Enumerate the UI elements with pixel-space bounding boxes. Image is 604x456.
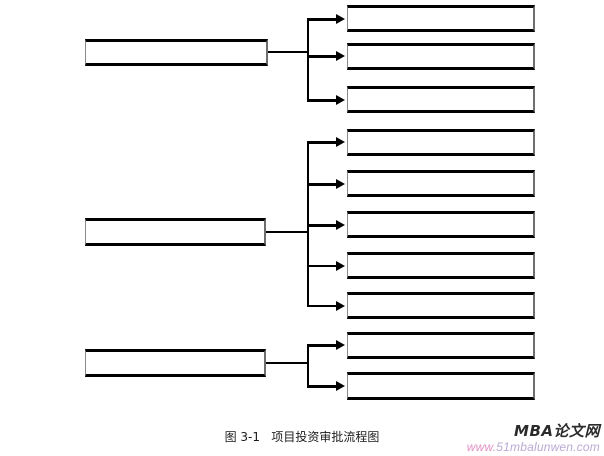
connector-group1-stem [268, 51, 309, 53]
watermark-title: MBA论文网 [514, 422, 600, 440]
node-group1-parent[interactable] [85, 39, 268, 66]
arrow-icon [336, 179, 345, 189]
arrow-icon [336, 220, 345, 230]
watermark-url: www.51mbalunwen.com [467, 440, 600, 454]
connector-group2-branch-3 [307, 224, 339, 227]
connector-group1-branch-3 [307, 99, 339, 102]
connector-group1-trunk [307, 19, 309, 101]
node-group3-child-1[interactable] [347, 332, 535, 359]
arrow-icon [336, 301, 345, 311]
node-group2-child-4[interactable] [347, 252, 535, 279]
arrow-icon [336, 261, 345, 271]
connector-group2-branch-2 [307, 183, 339, 186]
connector-group3-branch-2 [307, 385, 339, 388]
node-group2-child-3[interactable] [347, 211, 535, 238]
watermark-url-rest: 51mbalunwen.com [496, 440, 600, 454]
connector-group2-branch-4 [307, 265, 339, 267]
figure-caption: 图 3-1 项目投资审批流程图 [224, 430, 380, 444]
node-group3-parent[interactable] [85, 349, 266, 377]
connector-group2-branch-1 [307, 141, 339, 144]
connector-group1-branch-1 [307, 18, 339, 21]
connector-group1-branch-2 [307, 55, 339, 58]
connector-group3-trunk [307, 345, 309, 387]
connector-group3-stem [266, 362, 309, 364]
node-group2-child-2[interactable] [347, 170, 535, 197]
arrow-icon [336, 381, 345, 391]
arrow-icon [336, 14, 345, 24]
node-group1-child-2[interactable] [347, 43, 535, 70]
node-group2-child-5[interactable] [347, 292, 535, 319]
arrow-icon [336, 95, 345, 105]
arrow-icon [336, 137, 345, 147]
connector-group2-stem [266, 231, 309, 233]
watermark-url-prefix: www. [466, 440, 497, 454]
node-group1-child-1[interactable] [347, 5, 535, 32]
arrow-icon [336, 51, 345, 61]
arrow-icon [336, 340, 345, 350]
connector-group3-branch-1 [307, 344, 339, 347]
node-group2-child-1[interactable] [347, 129, 535, 156]
connector-group2-branch-5 [307, 305, 339, 307]
node-group3-child-2[interactable] [347, 372, 535, 400]
node-group1-child-3[interactable] [347, 86, 535, 113]
node-group2-parent[interactable] [85, 218, 266, 246]
